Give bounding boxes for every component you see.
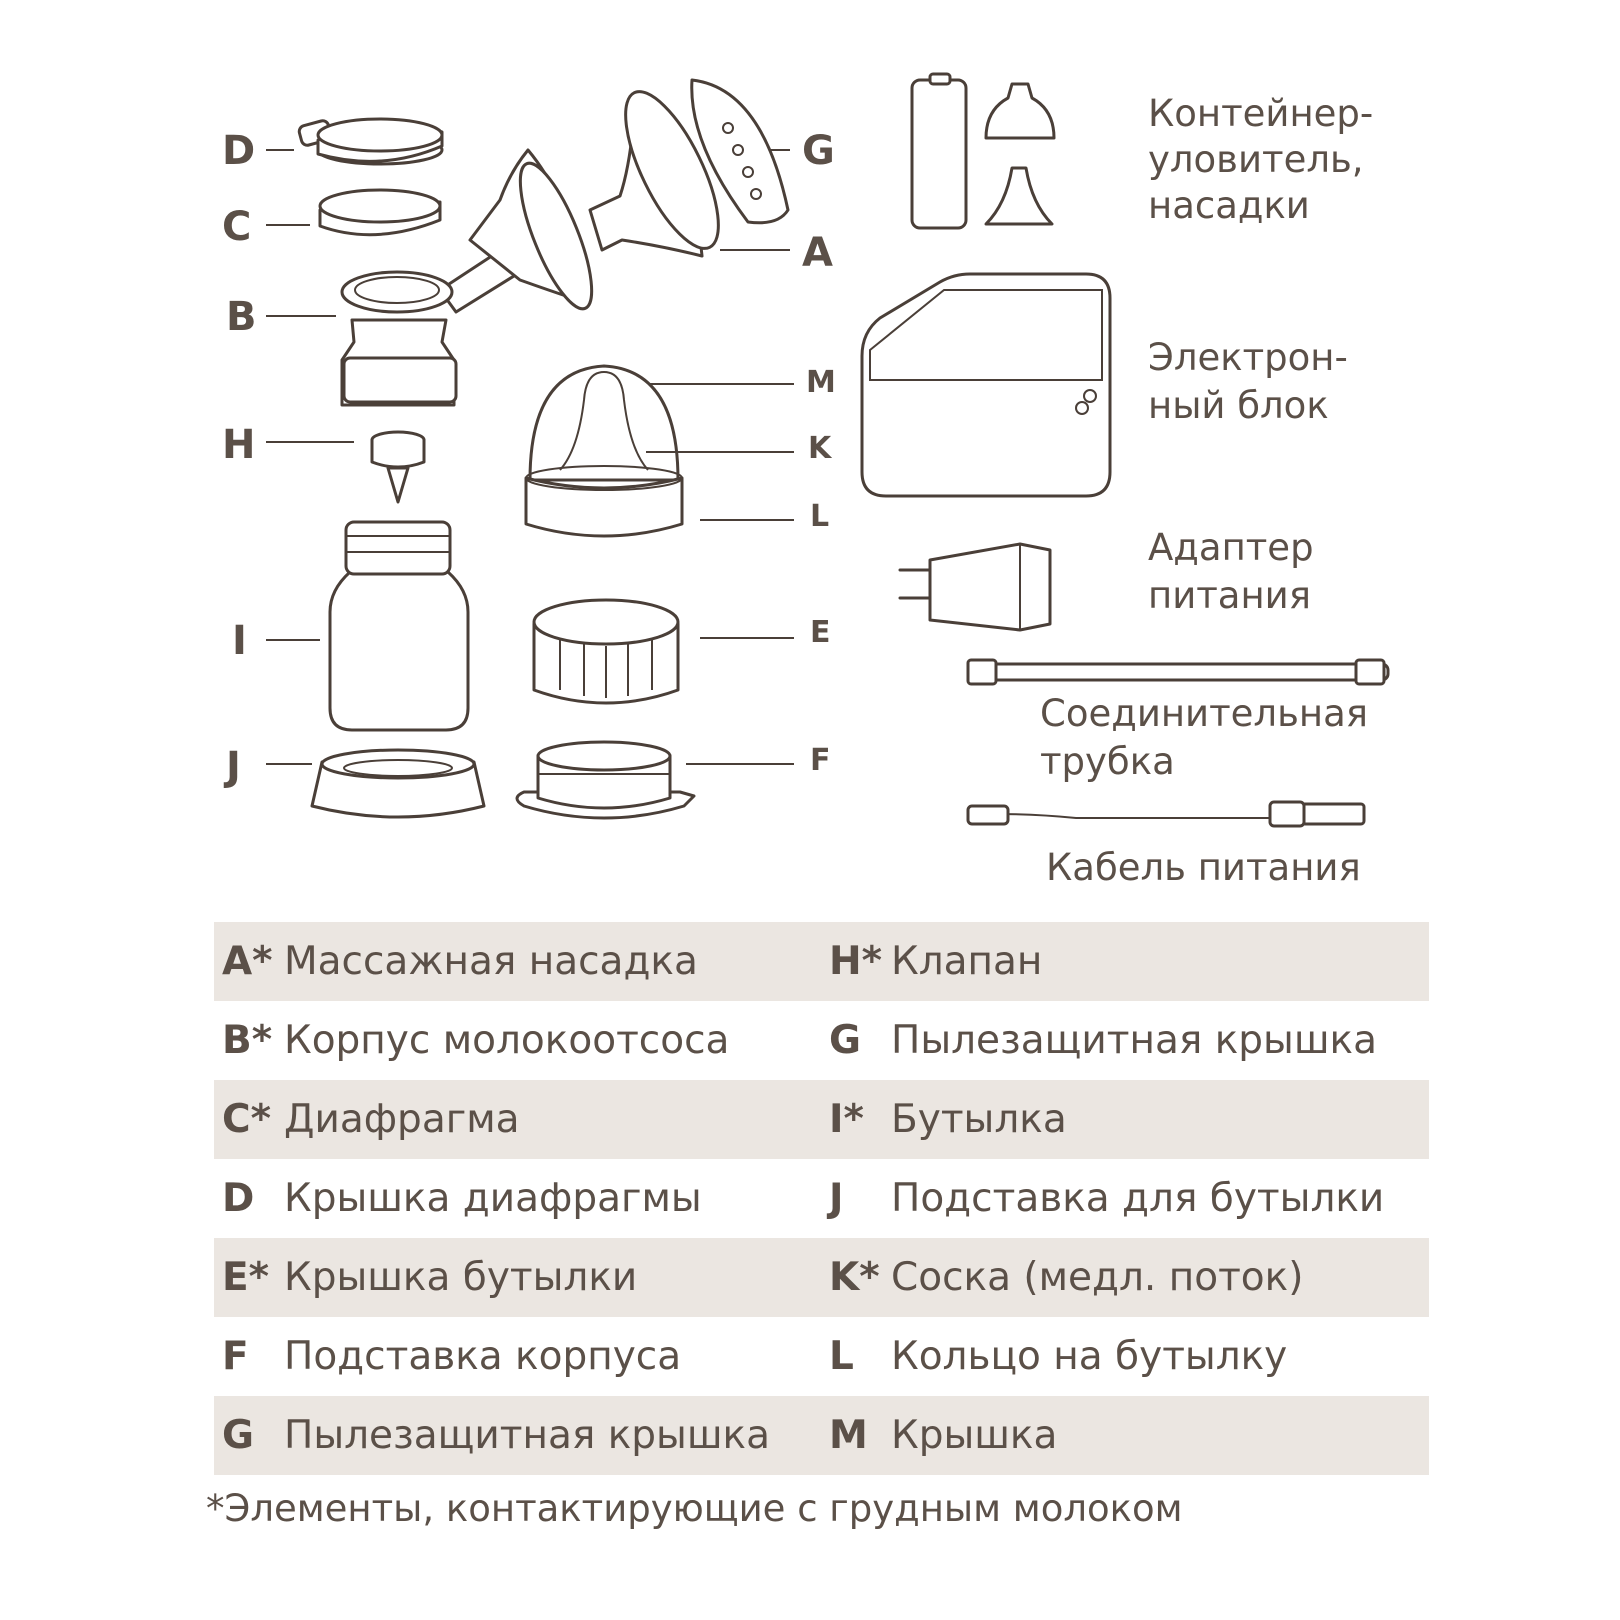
legend-name: Клапан — [891, 939, 1043, 984]
legend-name: Крышка бутылки — [284, 1255, 638, 1300]
part-label-f: F — [810, 743, 831, 778]
legend-code: H* — [829, 939, 883, 984]
legend-name: Диафрагма — [284, 1097, 520, 1142]
part-label-l: L — [810, 499, 829, 534]
part-label-m: M — [806, 365, 836, 400]
tube-caption-line1: Соединительная — [1040, 692, 1368, 735]
legend-code: L — [829, 1334, 854, 1379]
leader-lines — [266, 150, 794, 764]
legend-code: A* — [222, 939, 273, 984]
legend-row: G Пылезащитная крышка M Крышка — [214, 1396, 1429, 1475]
legend-code: C* — [222, 1097, 272, 1142]
legend-item: G Пылезащитная крышка — [214, 1413, 821, 1458]
diaphragm-cap-drawing — [298, 119, 442, 164]
legend-item: D Крышка диафрагмы — [214, 1176, 821, 1221]
power-adapter-drawing — [900, 544, 1050, 630]
legend-code: J — [829, 1176, 844, 1221]
legend-name: Бутылка — [891, 1097, 1067, 1142]
legend-name: Крышка диафрагмы — [284, 1176, 702, 1221]
legend-code: I* — [829, 1097, 864, 1142]
part-label-k: K — [808, 431, 833, 466]
legend-code: K* — [829, 1255, 880, 1300]
legend-row: C* Диафрагма I* Бутылка — [214, 1080, 1429, 1159]
electronic-caption-line1: Электрон- — [1148, 336, 1348, 379]
legend-item: L Кольцо на бутылку — [821, 1334, 1428, 1379]
legend-code: G — [829, 1018, 862, 1063]
part-label-b: B — [226, 294, 257, 340]
part-label-e: E — [810, 615, 831, 650]
legend-item: F Подставка корпуса — [214, 1334, 821, 1379]
breast-shield-drawing — [470, 150, 606, 317]
part-label-h: H — [222, 422, 255, 468]
legend-name: Пылезащитная крышка — [891, 1018, 1377, 1063]
legend-item: B*Корпус молокоотсоса — [214, 1018, 821, 1063]
legend-name: Пылезащитная крышка — [284, 1413, 770, 1458]
container-caption-line2: уловитель, — [1148, 138, 1364, 181]
legend-item: H*Клапан — [821, 939, 1428, 984]
legend-row: A*Массажная насадка H*Клапан — [214, 922, 1429, 1001]
legend-code: F — [222, 1334, 249, 1379]
part-label-j: J — [223, 744, 241, 790]
legend-name: Массажная насадка — [284, 939, 698, 984]
legend-name: Кольцо на бутылку — [891, 1334, 1288, 1379]
adapter-caption-line2: питания — [1148, 574, 1311, 617]
parts-illustration: D C B H I J G A M K L E F Контейнер- уло… — [222, 0, 1620, 889]
pump-body-drawing — [342, 244, 530, 405]
valve-drawing — [372, 432, 424, 502]
legend-item: A*Массажная насадка — [214, 939, 821, 984]
adapter-caption-line1: Адаптер — [1148, 526, 1314, 569]
container-caption-line1: Контейнер- — [1148, 92, 1373, 135]
parts-legend: A*Массажная насадка H*Клапан B*Корпус мо… — [214, 922, 1429, 1475]
legend-row: B*Корпус молокоотсоса G Пылезащитная крыш… — [214, 1001, 1429, 1080]
teat-cap-drawing — [526, 366, 682, 536]
legend-code: D — [222, 1176, 255, 1221]
bottle-drawing — [330, 522, 468, 730]
legend-code: E* — [222, 1255, 270, 1300]
legend-item: I* Бутылка — [821, 1097, 1428, 1142]
part-label-c: C — [222, 204, 251, 250]
legend-item: C* Диафрагма — [214, 1097, 821, 1142]
bottle-stand-drawing — [312, 750, 484, 817]
legend-item: K*Соска (медл. поток) — [821, 1255, 1428, 1300]
part-label-d: D — [222, 128, 255, 174]
tube-caption-line2: трубка — [1040, 740, 1175, 783]
legend-row: F Подставка корпуса L Кольцо на бутылку — [214, 1317, 1429, 1396]
legend-row: D Крышка диафрагмы J Подставка для бутылки — [214, 1159, 1429, 1238]
legend-name: Соска (медл. поток) — [891, 1255, 1304, 1300]
connecting-tube-drawing — [968, 660, 1388, 684]
part-label-g: G — [802, 128, 835, 174]
part-label-i: I — [232, 618, 247, 664]
legend-code: G — [222, 1413, 255, 1458]
electronic-caption-line2: ный блок — [1148, 384, 1329, 427]
legend-name: Корпус молокоотсоса — [284, 1018, 730, 1063]
legend-code: B* — [222, 1018, 273, 1063]
legend-item: J Подставка для бутылки — [821, 1176, 1428, 1221]
legend-item: G Пылезащитная крышка — [821, 1018, 1428, 1063]
electronic-unit-drawing — [862, 274, 1110, 496]
footnote: *Элементы, контактирующие с грудным моло… — [206, 1487, 1183, 1530]
legend-row: E* Крышка бутылки K*Соска (медл. поток) — [214, 1238, 1429, 1317]
container-drawing — [912, 74, 1054, 228]
legend-name: Подставка корпуса — [284, 1334, 682, 1379]
legend-item: E* Крышка бутылки — [214, 1255, 821, 1300]
legend-item: M Крышка — [821, 1413, 1428, 1458]
legend-name: Крышка — [891, 1413, 1058, 1458]
container-caption-line3: насадки — [1148, 184, 1310, 227]
diaphragm-drawing — [320, 190, 440, 235]
body-stand-drawing — [517, 742, 694, 818]
bottle-cap-drawing — [534, 600, 678, 703]
legend-code: M — [829, 1413, 868, 1458]
part-label-a: A — [802, 230, 833, 276]
legend-name: Подставка для бутылки — [891, 1176, 1385, 1221]
massage-insert-drawing — [590, 80, 788, 261]
power-cable-drawing — [968, 802, 1364, 826]
cable-caption: Кабель питания — [1046, 846, 1361, 889]
